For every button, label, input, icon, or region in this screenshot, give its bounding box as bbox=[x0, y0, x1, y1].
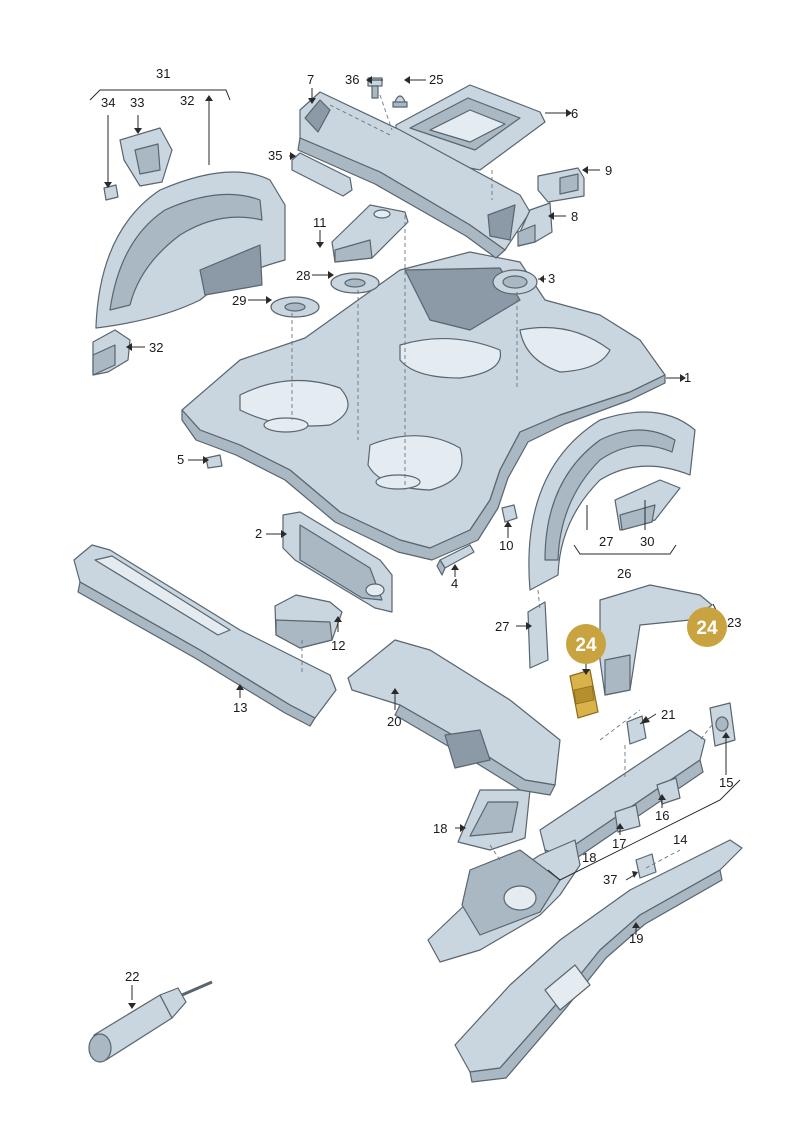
callout-26: 26 bbox=[617, 566, 631, 581]
part-12-bracket bbox=[274, 594, 343, 649]
callout-16: 16 bbox=[655, 808, 669, 823]
callout-22: 22 bbox=[125, 969, 139, 984]
part-5-clip bbox=[205, 454, 223, 469]
callout-7: 7 bbox=[307, 72, 314, 87]
part-31-wheel-housing bbox=[95, 171, 286, 329]
part-29-cover bbox=[270, 296, 320, 318]
callout-35: 35 bbox=[268, 148, 282, 163]
callout-36: 36 bbox=[345, 72, 359, 87]
callout-32-b: 32 bbox=[149, 340, 163, 355]
callout-20: 20 bbox=[387, 714, 401, 729]
part-23-arch-reinforcement bbox=[599, 584, 713, 696]
part-35-strip bbox=[291, 152, 353, 197]
part-7-rear-panel bbox=[297, 91, 531, 259]
badge-24-left: 24 bbox=[575, 635, 597, 656]
callout-23: 23 bbox=[727, 615, 741, 630]
highlight-badge-right: 24 bbox=[687, 607, 727, 647]
part-9-bracket bbox=[537, 167, 585, 203]
part-11-bracket bbox=[331, 204, 409, 263]
part-28-cover bbox=[330, 272, 380, 294]
callout-29: 29 bbox=[232, 293, 246, 308]
callout-4: 4 bbox=[451, 576, 458, 591]
callout-37: 37 bbox=[603, 872, 617, 887]
part-18-front-rail bbox=[427, 789, 581, 963]
assembly-lines bbox=[291, 94, 713, 869]
part-2-cross-member bbox=[282, 511, 393, 613]
callout-30: 30 bbox=[640, 534, 654, 549]
callout-33: 33 bbox=[130, 95, 144, 110]
part-8-bracket bbox=[517, 202, 553, 247]
badge-24-right: 24 bbox=[696, 618, 718, 639]
part-22-sealant-cartridge bbox=[88, 980, 213, 1063]
callout-5: 5 bbox=[177, 452, 184, 467]
callout-31: 31 bbox=[156, 66, 170, 81]
callout-21: 21 bbox=[661, 707, 675, 722]
callout-numbers: 1 2 3 4 5 6 7 8 9 10 11 12 13 14 15 16 1… bbox=[101, 66, 741, 984]
part-25-cap bbox=[392, 95, 408, 108]
callout-27-a: 27 bbox=[599, 534, 613, 549]
callout-12: 12 bbox=[331, 638, 345, 653]
part-4-bracket bbox=[436, 544, 475, 576]
part-20-tunnel bbox=[347, 639, 561, 796]
callout-28: 28 bbox=[296, 268, 310, 283]
part-10-clip bbox=[501, 504, 518, 523]
callout-9: 9 bbox=[605, 163, 612, 178]
part-19-long-rail bbox=[454, 839, 743, 1083]
callout-1: 1 bbox=[684, 370, 691, 385]
callout-11: 11 bbox=[313, 215, 327, 230]
callout-18-b: 18 bbox=[582, 850, 596, 865]
callout-18-a: 18 bbox=[433, 821, 447, 836]
part-15-plate bbox=[709, 702, 736, 747]
callout-8: 8 bbox=[571, 209, 578, 224]
callout-27-b: 27 bbox=[495, 619, 509, 634]
part-24-highlighted-bracket bbox=[569, 669, 599, 719]
highlight-badge-left: 24 bbox=[566, 624, 606, 664]
callout-32-a: 32 bbox=[180, 93, 194, 108]
callout-3: 3 bbox=[548, 271, 555, 286]
callout-10: 10 bbox=[499, 538, 513, 553]
part-1-floor-pan bbox=[181, 251, 666, 561]
callout-17: 17 bbox=[612, 836, 626, 851]
part-36-bolt bbox=[367, 77, 383, 99]
part-6-spare-well bbox=[395, 84, 546, 171]
part-37-block bbox=[635, 853, 657, 879]
part-3-grommet bbox=[492, 269, 538, 295]
part-27-panel bbox=[527, 601, 549, 669]
part-34-clip bbox=[103, 184, 119, 201]
callout-14: 14 bbox=[673, 832, 687, 847]
callout-6: 6 bbox=[571, 106, 578, 121]
part-13-side-member bbox=[73, 544, 337, 727]
part-26-wheel-housing bbox=[528, 411, 696, 591]
part-32-lower-bracket bbox=[92, 329, 131, 376]
part-33-reinforcement bbox=[119, 127, 173, 187]
callout-15: 15 bbox=[719, 775, 733, 790]
callout-2: 2 bbox=[255, 526, 262, 541]
callout-25: 25 bbox=[429, 72, 443, 87]
callout-13: 13 bbox=[233, 700, 247, 715]
callout-34: 34 bbox=[101, 95, 115, 110]
callout-19: 19 bbox=[629, 931, 643, 946]
